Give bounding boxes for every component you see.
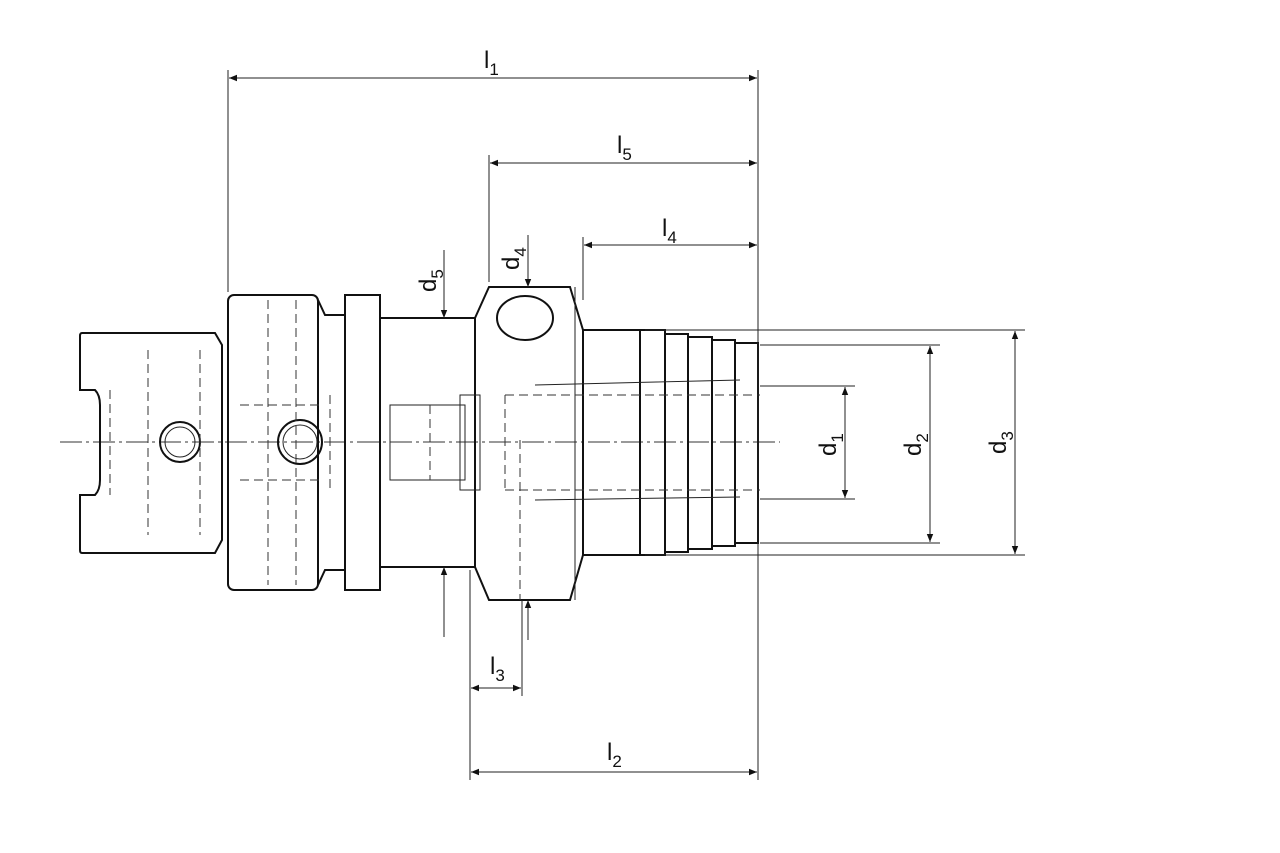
label-d3: d3: [985, 431, 1017, 454]
label-l2: l2: [607, 739, 622, 771]
label-l1: l1: [484, 47, 499, 79]
dimension-lines: [229, 74, 1019, 776]
extension-lines: [227, 70, 1025, 780]
label-d2: d2: [900, 433, 932, 456]
tool-holder-body: [79, 286, 759, 601]
label-l3: l3: [490, 653, 505, 685]
label-l5: l5: [617, 132, 632, 164]
label-d1: d1: [815, 433, 847, 456]
hidden-lines: [109, 300, 760, 600]
label-d5: d5: [415, 269, 447, 292]
coolant-hole: [277, 419, 323, 465]
label-l4: l4: [662, 215, 677, 247]
label-d4: d4: [498, 247, 530, 270]
